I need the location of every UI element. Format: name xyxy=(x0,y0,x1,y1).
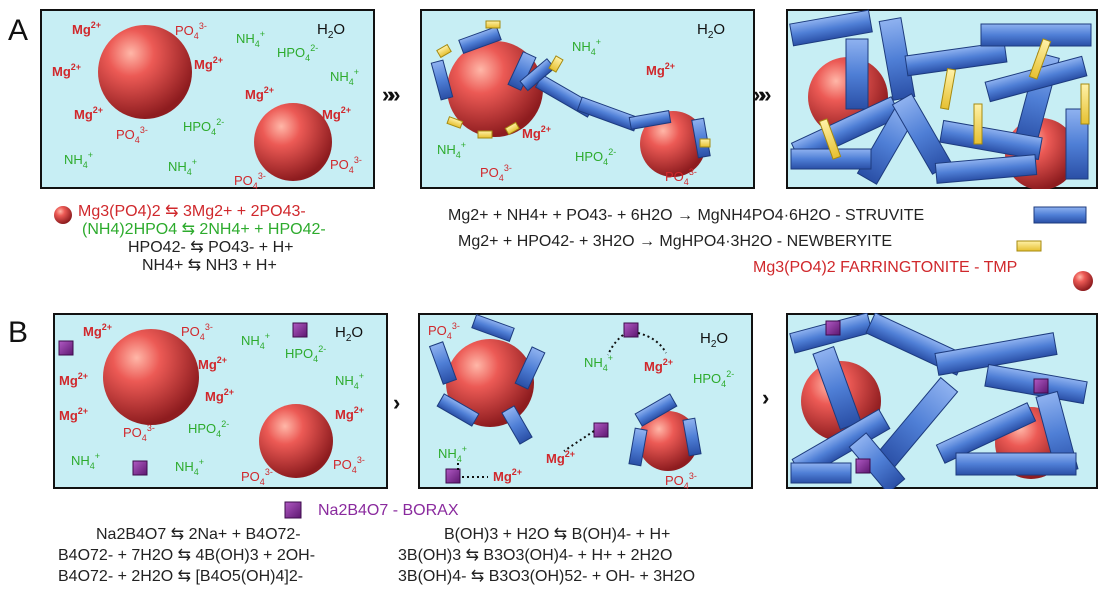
svg-text:H2O: H2O xyxy=(317,21,345,41)
eq-a-newberyite: Mg2+ + HPO42- + 3H2O → MgHPO4·3H2O - NEW… xyxy=(458,233,893,250)
legend-borax-cube xyxy=(284,501,302,519)
triple-arrow-2: »» xyxy=(753,82,772,107)
eq-a-nh4: NH4+ ⇆ NH3 + H+ xyxy=(142,257,277,274)
eq-b-boric-acid: B(OH)3 + H2O ⇆ B(OH)4- + H+ xyxy=(444,526,671,543)
eq-b-triborate: 3B(OH)3 ⇆ B3O3(OH)4- + H+ + 2H2O xyxy=(398,547,673,564)
legend-newberyite-plate xyxy=(1016,240,1042,252)
eq-b-hydrolysis: B4O72- + 7H2O ⇆ 4B(OH)3 + 2OH- xyxy=(58,547,316,564)
panel-label-a: A xyxy=(8,14,29,47)
panel-a3-crystal-box xyxy=(786,9,1098,189)
panel-b2-solution-box: H2O PO43- Mg2+ Mg2+ Mg2+ PO43- NH4+ HPO4… xyxy=(418,313,753,489)
eq-b-tetraborate: B4O72- + 2H2O ⇆ [B4O5(OH)4]2- xyxy=(58,568,304,585)
legend-tmp-sphere xyxy=(1073,271,1093,291)
panel-a1-solution-box: H2O Mg2+ PO43- Mg2+ Mg2+ Mg2+ Mg2+ Mg2+ … xyxy=(40,9,375,189)
eq-a-tmp: Mg3(PO4)2 ⇆ 3Mg2+ + 2PO43- xyxy=(78,203,306,220)
equations-a-right: Mg2+ + NH4+ + PO43- + 6H2O → MgNH4PO4·6H… xyxy=(448,207,1028,277)
single-arrow-1: › xyxy=(393,390,402,415)
equations-a-left: Mg3(PO4)2 ⇆ 3Mg2+ + 2PO43- (NH4)2HPO4 ⇆ … xyxy=(78,203,378,275)
svg-text:H2O: H2O xyxy=(697,21,725,41)
eq-b-polyborate: 3B(OH)4- ⇆ B3O3(OH)52- + OH- + 3H2O xyxy=(398,568,696,585)
eq-a-dap: (NH4)2HPO4 ⇆ 2NH4+ + HPO42- xyxy=(82,221,326,238)
panel-b1-solution-box: H2O Mg2+ PO43- Mg2+ Mg2+ Mg2+ Mg2+ Mg2+ … xyxy=(53,313,388,489)
eq-a-struvite: Mg2+ + NH4+ + PO43- + 6H2O → MgNH4PO4·6H… xyxy=(448,207,925,224)
legend-tmp-sphere-small xyxy=(54,206,72,224)
svg-text:H2O: H2O xyxy=(335,324,363,344)
equations-b-left: Na2B4O7 ⇆ 2Na+ + B4O72- B4O72- + 7H2O ⇆ … xyxy=(58,526,388,586)
triple-arrow-1: »» xyxy=(382,82,401,107)
panel-a2-solution-box: H2O NH4+ NH4+ HPO42- Mg2+ Mg2+ PO43- PO4… xyxy=(420,9,755,189)
eq-a-farringtonite: Mg3(PO4)2 FARRINGTONITE - TMP xyxy=(753,259,1018,276)
eq-a-hpo4: HPO42- ⇆ PO43- + H+ xyxy=(128,239,294,256)
panel-b3-crystal-box xyxy=(786,313,1098,489)
single-arrow-2: › xyxy=(762,385,771,410)
legend-struvite-rod xyxy=(1033,206,1087,224)
eq-b-dissociation: Na2B4O7 ⇆ 2Na+ + B4O72- xyxy=(96,526,301,543)
panel-label-b: B xyxy=(8,316,29,349)
legend-borax-label: Na2B4O7 - BORAX xyxy=(318,502,459,519)
equations-b-right: B(OH)3 + H2O ⇆ B(OH)4- + H+ 3B(OH)3 ⇆ B3… xyxy=(398,526,798,586)
svg-text:H2O: H2O xyxy=(700,330,728,350)
